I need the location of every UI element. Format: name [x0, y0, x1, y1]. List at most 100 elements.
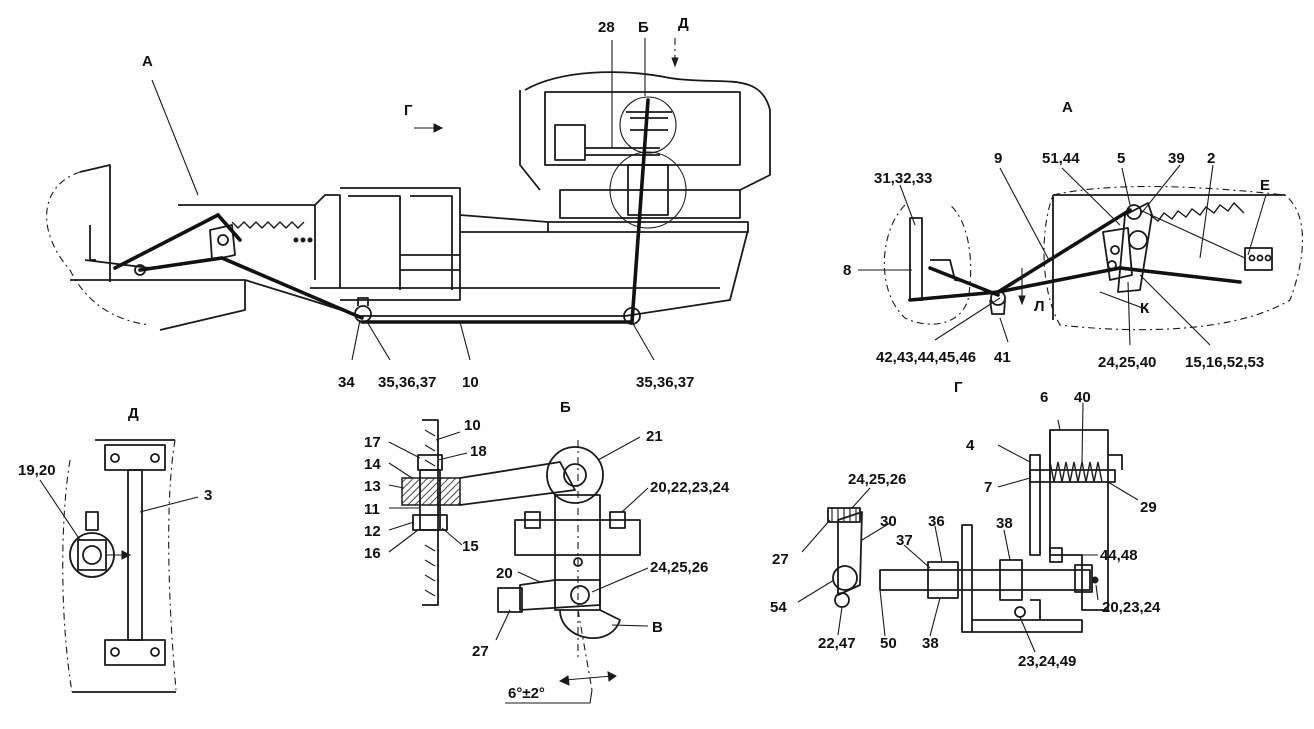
label-part-35b: 35,36,37 — [636, 374, 694, 391]
cab-roof-contour — [524, 71, 771, 191]
view-a-dim-k — [1099, 291, 1149, 311]
view-b-angle-arc — [564, 675, 613, 681]
leader-a-41 — [999, 317, 1009, 343]
label-g-23: 23,24,49 — [1018, 653, 1076, 670]
label-g-54: 54 — [770, 599, 787, 616]
label-b-12: 12 — [364, 523, 381, 540]
label-g-6: 6 — [1040, 389, 1048, 406]
leader-a-5 — [1121, 167, 1131, 206]
label-g-30: 30 — [880, 513, 897, 530]
leader-g-6 — [1057, 419, 1061, 431]
label-g-27: 27 — [772, 551, 789, 568]
label-b-27: 27 — [472, 643, 489, 660]
leader-g-38a — [1003, 529, 1011, 561]
view-d: Д 19,20 3 — [18, 405, 212, 693]
view-g-collar-38 — [999, 559, 1023, 601]
label-g-36: 36 — [928, 513, 945, 530]
leader-a-9 — [999, 167, 1051, 263]
leader-34 — [351, 319, 361, 361]
leader-b-12 — [388, 521, 415, 531]
view-d-pointer-arrow — [121, 550, 132, 560]
view-b-angle-arrow-right — [607, 671, 617, 682]
leader-g-29 — [1107, 481, 1139, 501]
label-b-24: 24,25,26 — [650, 559, 708, 576]
label-a-39: 39 — [1168, 150, 1185, 167]
leader-b-18 — [437, 452, 468, 461]
label-b-14: 14 — [364, 456, 381, 473]
label-b-20b: 20 — [496, 565, 513, 582]
label-main-g: Г — [404, 102, 413, 119]
cab-bracket — [554, 124, 586, 161]
label-view-g-title: Г — [954, 379, 963, 396]
leader-g-4 — [997, 444, 1031, 463]
spring-anchor-2 — [300, 237, 306, 243]
leader-35a — [365, 319, 391, 361]
engine-flange — [314, 194, 341, 288]
leader-g-37 — [903, 544, 931, 569]
view-g-bracket-23 — [1030, 599, 1041, 620]
leader-a-31 — [899, 184, 916, 226]
label-a-5: 5 — [1117, 150, 1125, 167]
cable-front-upper — [113, 212, 242, 270]
leader-a-24 — [1127, 281, 1131, 346]
label-g-38a: 38 — [996, 515, 1013, 532]
view-g-plate-4 — [1029, 454, 1041, 556]
label-b-15: 15 — [462, 538, 479, 555]
leader-b-15 — [441, 527, 463, 546]
label-d-3: 3 — [204, 487, 212, 504]
leader-g-38b — [929, 597, 941, 637]
label-part-34: 34 — [338, 374, 355, 391]
transmission-shaft — [459, 214, 549, 233]
view-b-block-13 — [401, 477, 461, 506]
view-b-bolt-right — [609, 511, 626, 529]
hole-3 — [1264, 254, 1272, 262]
leader-g-27 — [801, 519, 831, 553]
view-d-left-break — [62, 459, 73, 693]
label-b-21: 21 — [646, 428, 663, 445]
view-b-arm — [459, 461, 576, 506]
view-d-top-bolt-1 — [110, 453, 120, 463]
pulley-34-bracket — [357, 297, 369, 306]
leader-a-15 — [1139, 274, 1211, 346]
view-b-cable-10 — [422, 419, 439, 606]
leader-b-16 — [388, 529, 419, 553]
view-b-hub-bore — [563, 463, 587, 487]
label-g-4: 4 — [966, 437, 975, 454]
view-g-hook — [1108, 454, 1123, 470]
view-d-disc-hub — [82, 545, 102, 565]
leader-b-20b — [517, 571, 541, 583]
frame-front-wall — [79, 164, 111, 282]
leader-a — [151, 79, 199, 196]
view-b-washer-12 — [412, 514, 448, 531]
leader-a-42 — [934, 297, 1001, 341]
view-g-bushing-24 — [827, 507, 861, 523]
view-b-angle-leader — [505, 689, 593, 704]
detail-b-circle — [619, 96, 677, 154]
label-main-d: Д — [678, 15, 689, 32]
cab-front-wall — [519, 90, 541, 191]
label-a-15: 15,16,52,53 — [1185, 354, 1264, 371]
leader-b-21 — [597, 436, 641, 461]
detail-b-parts — [626, 111, 672, 131]
label-g-24: 24,25,26 — [848, 471, 906, 488]
leader-b-13 — [388, 484, 405, 489]
view-b-bolt-left — [524, 511, 541, 529]
leader-b-27 — [495, 609, 511, 641]
label-a-l: Л — [1034, 298, 1045, 315]
leader-b-14 — [388, 462, 413, 479]
view-b-bracket-20 — [514, 519, 641, 556]
pulley-35 — [623, 307, 641, 325]
label-a-9: 9 — [994, 150, 1002, 167]
leader-g-30 — [861, 522, 891, 541]
leader-b-20 — [621, 487, 649, 513]
label-a-41: 41 — [994, 349, 1011, 366]
cab-panel — [544, 91, 741, 166]
leader-a-39 — [1139, 164, 1181, 216]
view-b-angle-axis — [577, 609, 593, 691]
label-g-22: 22,47 — [818, 635, 856, 652]
spring-anchor-1 — [293, 237, 299, 243]
view-g-housing-6 — [1049, 429, 1109, 611]
label-view-d-title: Д — [128, 405, 139, 422]
view-g-end-nut — [1091, 576, 1099, 584]
